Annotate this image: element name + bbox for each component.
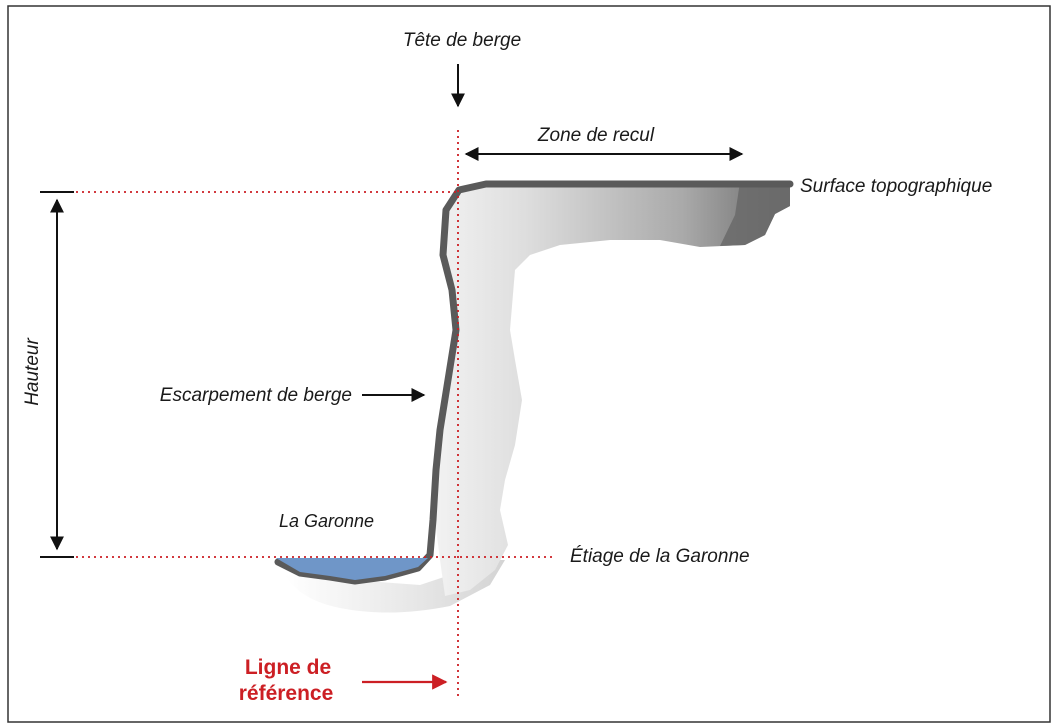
- garonne-water: [276, 558, 428, 580]
- bank-outline: [274, 180, 794, 585]
- tete-de-berge-label: Tête de berge: [403, 30, 521, 51]
- escarpement-de-berge-label: Escarpement de berge: [160, 385, 352, 406]
- zone-de-recul-label: Zone de recul: [537, 125, 655, 146]
- diagram-border: [7, 5, 1051, 723]
- surface-topographique-label: Surface topographique: [800, 176, 992, 197]
- etiage-label: Étiage de la Garonne: [570, 546, 750, 567]
- la-garonne-label: La Garonne: [279, 511, 374, 531]
- ligne-de-reference-label-line2: référence: [239, 682, 334, 705]
- ligne-de-reference-label-line1: Ligne de: [245, 656, 331, 679]
- terrain-dark-edge: [720, 182, 790, 246]
- terrain-base-shadow: [285, 560, 505, 613]
- hauteur-label: Hauteur: [22, 338, 43, 406]
